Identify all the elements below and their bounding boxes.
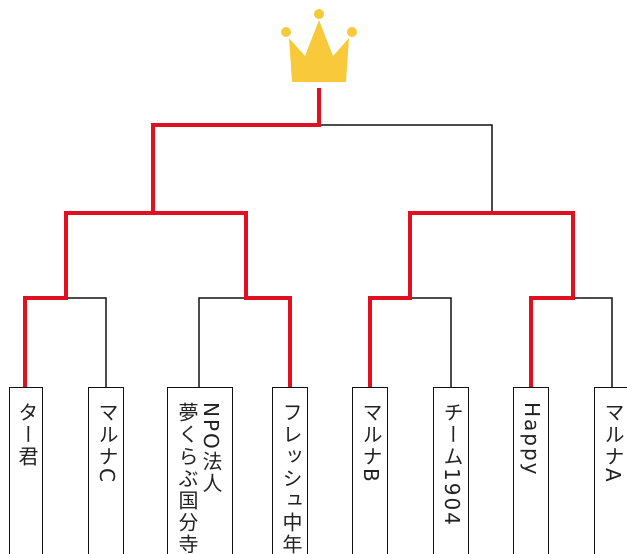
- r1-line-1-right: [66, 297, 107, 387]
- winner-path-left-1: [23, 211, 155, 389]
- team-box-7: Happy: [513, 387, 549, 554]
- team-name-1: ター君: [15, 402, 39, 468]
- team-box-6: チーム1904: [433, 387, 469, 554]
- r1-line-2-left: [198, 297, 246, 387]
- team-box-3: NPO法人 夢くらぶ国分寺: [167, 387, 233, 554]
- team-name-4: フレッシュ中年: [279, 402, 303, 554]
- winner-path-right-1: [368, 211, 494, 389]
- team-name-3: NPO法人 夢くらぶ国分寺: [175, 402, 223, 554]
- team-box-1: ター君: [9, 387, 43, 554]
- winner-path-right-2: [490, 211, 575, 389]
- team-name-5: マルナB: [359, 402, 383, 484]
- winner-path-left-2: [151, 88, 321, 389]
- team-name-8: マルナA: [601, 402, 625, 484]
- team-name-6: チーム1904: [440, 402, 464, 527]
- team-box-4: フレッシュ中年: [272, 387, 308, 554]
- team-name-7: Happy: [520, 402, 544, 477]
- r1-line-3-right: [410, 297, 452, 387]
- bracket-winner-lines: [23, 88, 575, 389]
- team-box-2: マルナC: [88, 387, 124, 554]
- team-name-2: マルナC: [95, 402, 119, 484]
- team-box-5: マルナB: [352, 387, 388, 554]
- final-line-right: [319, 124, 493, 213]
- r2-line-4-right: [572, 213, 613, 387]
- crown-icon: [281, 9, 357, 82]
- r2-line-1-left: [65, 212, 153, 298]
- team-box-8: マルナA: [594, 387, 627, 554]
